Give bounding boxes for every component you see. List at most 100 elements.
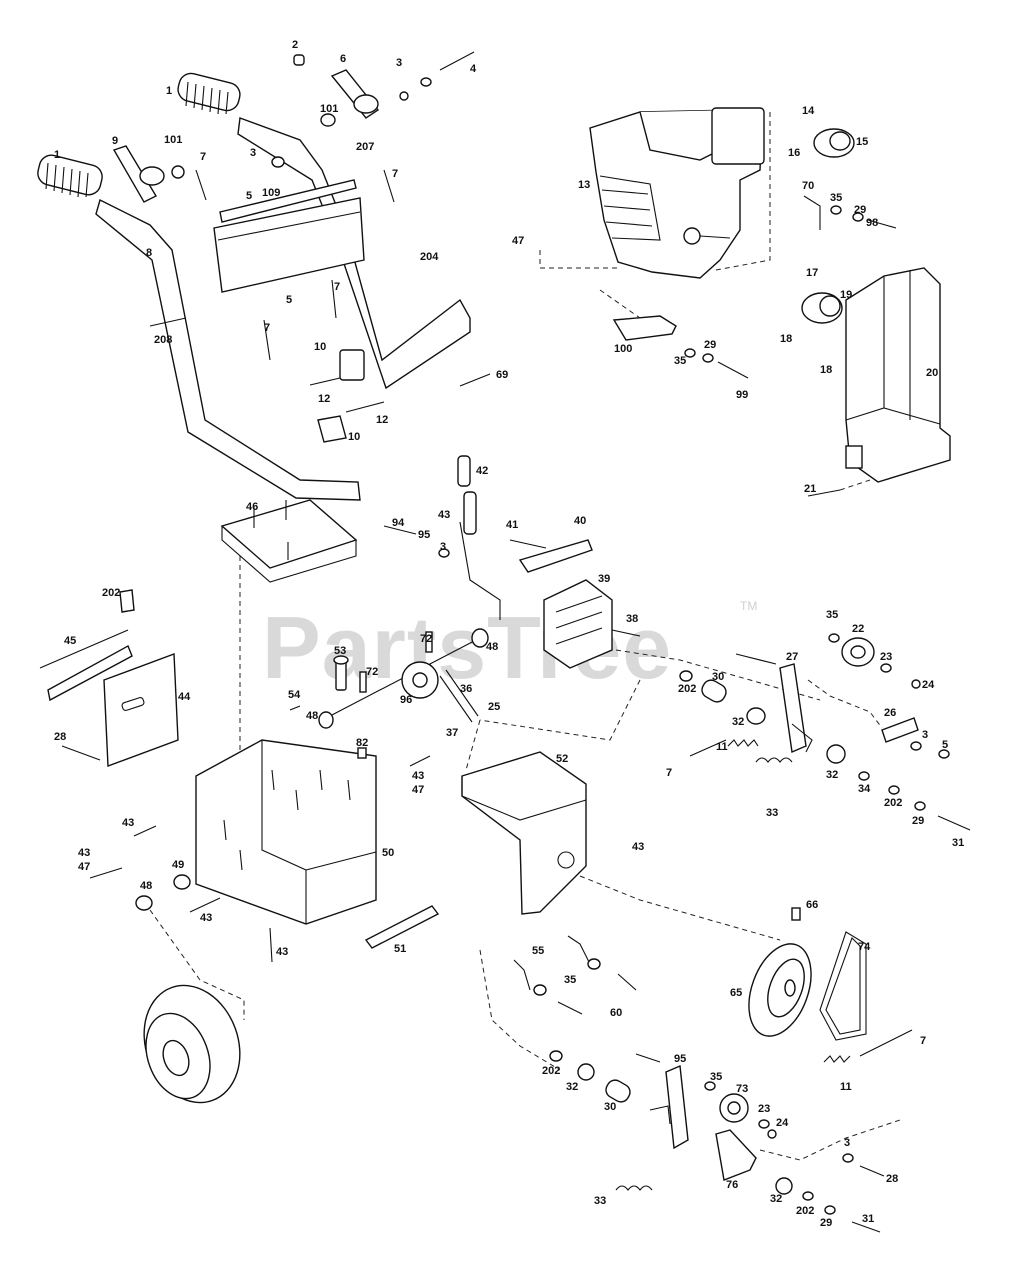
callout-44: 43 bbox=[200, 912, 212, 924]
callout-29: 29 bbox=[704, 339, 716, 351]
callout-11: 11 bbox=[840, 1081, 852, 1093]
callout-45: 47 bbox=[78, 861, 90, 873]
callout-96: 202 bbox=[678, 683, 696, 695]
callout-35: 35 bbox=[674, 355, 686, 367]
callout-34: 34 bbox=[858, 783, 871, 795]
callout-96: 202 bbox=[884, 797, 902, 809]
callout-39: 39 bbox=[598, 573, 610, 585]
callout-10: 10 bbox=[348, 431, 360, 443]
grip-upper bbox=[177, 72, 241, 115]
frame-assembly bbox=[39, 499, 440, 1104]
callout-70: 74 bbox=[858, 941, 871, 953]
callout-32: 32 bbox=[732, 716, 744, 728]
callout-31: 31 bbox=[952, 837, 964, 849]
callout-26: 26 bbox=[884, 707, 896, 719]
callout-7: 7 bbox=[666, 767, 672, 779]
watermark-trademark: TM bbox=[740, 599, 757, 613]
callout-11: 11 bbox=[716, 741, 728, 753]
callout-5: 5 bbox=[942, 739, 948, 751]
belt-cover bbox=[807, 267, 951, 497]
callout-43: 43 bbox=[438, 509, 450, 521]
callout-44: 43 bbox=[276, 946, 288, 958]
callout-44: 43 bbox=[78, 847, 90, 859]
callout-2: 2 bbox=[292, 39, 298, 51]
callout-80: 100 bbox=[614, 343, 632, 355]
callout-7: 7 bbox=[920, 1035, 926, 1047]
callout-18: 18 bbox=[820, 364, 832, 376]
callout-25: 25 bbox=[488, 701, 500, 713]
callout-49: 48 bbox=[306, 710, 318, 722]
callout-28: 28 bbox=[886, 1173, 898, 1185]
callout-46: 46 bbox=[246, 501, 258, 513]
callout-7: 7 bbox=[392, 168, 398, 180]
callout-96: 202 bbox=[796, 1205, 814, 1217]
callout-94: 101 bbox=[164, 134, 182, 146]
callout-19: 19 bbox=[840, 289, 852, 301]
callout-51: 50 bbox=[382, 847, 394, 859]
idler-assembly bbox=[461, 633, 971, 941]
callout-3: 3 bbox=[396, 57, 402, 69]
callout-65: 70 bbox=[802, 180, 814, 192]
grip-lower bbox=[37, 154, 103, 198]
callout-73: 94 bbox=[392, 517, 405, 529]
callout-74: 95 bbox=[418, 529, 430, 541]
callout-69: 73 bbox=[736, 1083, 748, 1095]
callout-50: 49 bbox=[172, 859, 184, 871]
handle-assembly bbox=[37, 51, 491, 501]
callout-labels: 1 1 2 3 3 4 5 5 6 7 7 7 7 8 9 10 10 12 1… bbox=[54, 39, 964, 1229]
callout-3: 3 bbox=[250, 147, 256, 159]
callout-45: 47 bbox=[512, 235, 524, 247]
callout-24: 24 bbox=[922, 679, 935, 691]
callout-55: 54 bbox=[288, 689, 301, 701]
callout-28: 28 bbox=[54, 731, 66, 743]
callout-35: 35 bbox=[710, 1071, 722, 1083]
callout-62: 65 bbox=[730, 987, 742, 999]
callout-9: 9 bbox=[112, 135, 118, 147]
callout-3: 3 bbox=[440, 541, 446, 553]
callout-66: 72 bbox=[366, 666, 378, 678]
callout-66: 72 bbox=[420, 633, 432, 645]
callout-1: 1 bbox=[166, 85, 172, 97]
callout-7: 7 bbox=[200, 151, 206, 163]
callout-6: 6 bbox=[340, 53, 346, 65]
callout-21: 21 bbox=[804, 483, 816, 495]
callout-48: 45 bbox=[64, 635, 76, 647]
callout-18: 18 bbox=[780, 333, 792, 345]
clutch-assembly bbox=[479, 907, 913, 1233]
callout-7: 7 bbox=[334, 281, 340, 293]
callout-3: 3 bbox=[844, 1137, 850, 1149]
callout-60: 55 bbox=[532, 945, 544, 957]
callout-40: 40 bbox=[574, 515, 586, 527]
callout-3: 3 bbox=[922, 729, 928, 741]
callout-78: 98 bbox=[866, 217, 878, 229]
callout-31: 31 bbox=[862, 1213, 874, 1225]
callout-35: 35 bbox=[830, 192, 842, 204]
callout-32: 32 bbox=[566, 1081, 578, 1093]
callout-33: 33 bbox=[594, 1195, 606, 1207]
callout-32: 32 bbox=[770, 1193, 782, 1205]
callout-76: 95 bbox=[674, 1053, 686, 1065]
callout-82: 202 bbox=[102, 587, 120, 599]
callout-12: 12 bbox=[376, 414, 388, 426]
callout-16: 16 bbox=[788, 147, 800, 159]
callout-24: 24 bbox=[776, 1117, 789, 1129]
callout-10: 10 bbox=[314, 341, 326, 353]
callout-77: 96 bbox=[400, 694, 412, 706]
callout-99: 207 bbox=[356, 141, 374, 153]
callout-4: 4 bbox=[470, 63, 477, 75]
callout-23: 23 bbox=[758, 1103, 770, 1115]
callout-35: 35 bbox=[826, 609, 838, 621]
engine-assembly bbox=[539, 107, 897, 379]
callout-44: 43 bbox=[122, 817, 134, 829]
callout-33: 33 bbox=[766, 807, 778, 819]
callout-94: 101 bbox=[320, 103, 338, 115]
callout-20: 20 bbox=[926, 367, 938, 379]
callout-100: 208 bbox=[154, 334, 172, 346]
callout-7: 7 bbox=[264, 322, 270, 334]
callout-15: 15 bbox=[856, 136, 868, 148]
callout-54: 53 bbox=[334, 645, 346, 657]
callout-96: 202 bbox=[542, 1065, 560, 1077]
callout-45: 47 bbox=[412, 784, 424, 796]
callout-49: 48 bbox=[486, 641, 498, 653]
